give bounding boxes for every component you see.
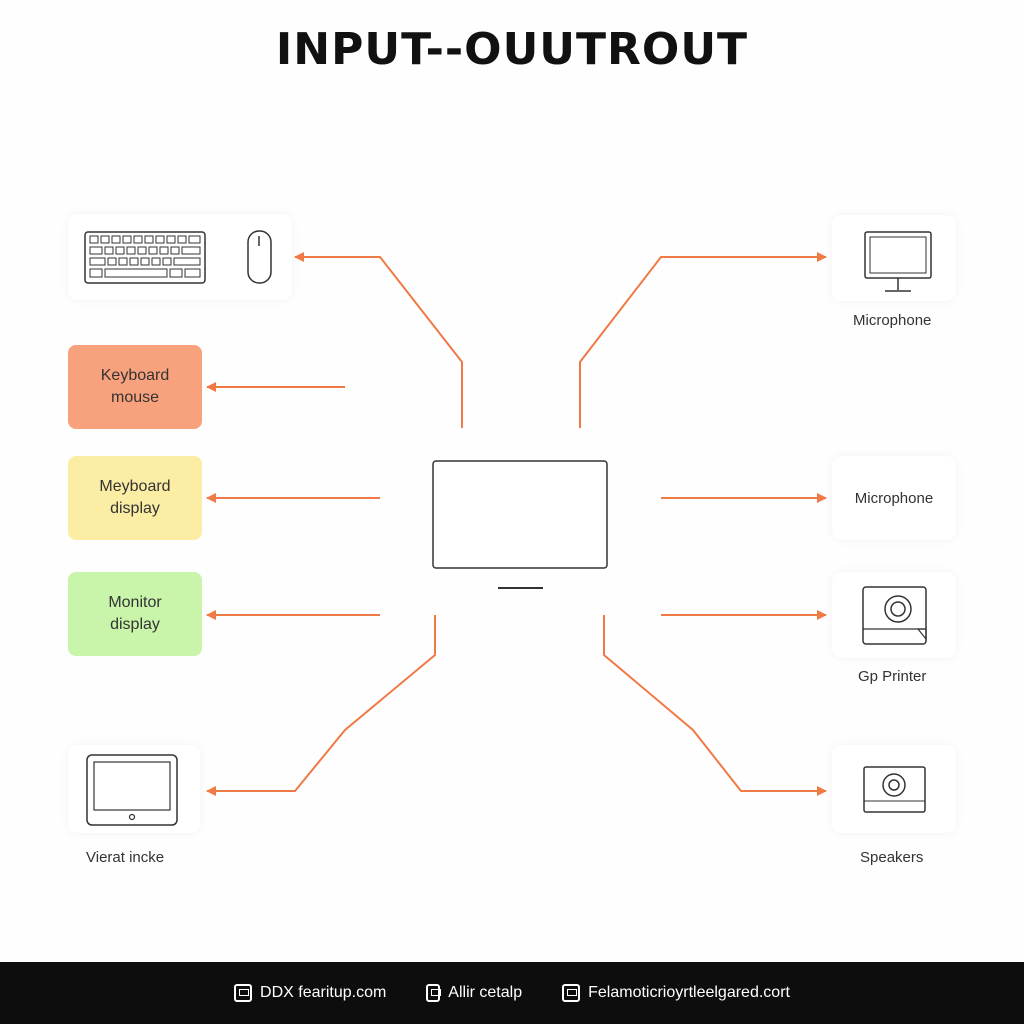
monitor-display-line1: Monitor bbox=[108, 594, 162, 611]
monitor-card bbox=[832, 215, 956, 301]
arrow-to-keyboard-mouse-icons bbox=[294, 252, 463, 428]
microphone-card: Microphone bbox=[832, 456, 956, 540]
document-icon bbox=[426, 984, 442, 1002]
diagram-title: INPUT--OUUTROUT bbox=[275, 24, 749, 75]
monitor-label: Microphone bbox=[853, 312, 932, 329]
monitor-display-box: Monitor display bbox=[68, 572, 202, 656]
speakers-card bbox=[832, 745, 956, 833]
footer-bar: DDX fearitup.com Allir cetalp Felamoticr… bbox=[0, 962, 1024, 1024]
keyboard-mouse-box: Keyboard mouse bbox=[68, 345, 202, 429]
speakers-label: Speakers bbox=[860, 849, 924, 866]
arrow-to-monitor-right bbox=[579, 252, 827, 428]
tablet-card bbox=[68, 745, 200, 833]
speakers-icon bbox=[863, 766, 926, 813]
arrow-to-tablet bbox=[206, 615, 436, 796]
monitor-icon bbox=[864, 231, 932, 292]
mouse-icon bbox=[247, 230, 272, 284]
footer-item-document-label: Allir cetalp bbox=[448, 984, 523, 1001]
printer-card bbox=[832, 572, 956, 658]
keyboard-icon bbox=[84, 230, 272, 284]
footer-item-contact[interactable]: Felamoticrioyrtleelgared.cort bbox=[562, 984, 790, 1002]
tablet-icon bbox=[86, 754, 178, 826]
connector-lines bbox=[206, 252, 827, 796]
monitor-display-line2: display bbox=[110, 616, 160, 633]
footer-item-website[interactable]: DDX fearitup.com bbox=[234, 984, 386, 1002]
keyboard-mouse-line1: Keyboard bbox=[100, 367, 170, 384]
laptop-icon bbox=[234, 984, 253, 1002]
printer-icon bbox=[862, 586, 927, 645]
meyboard-display-line2: display bbox=[110, 500, 160, 517]
printer-label: Gp Printer bbox=[858, 668, 927, 685]
keyboard-mouse-card bbox=[68, 214, 292, 300]
tablet-label: Vierat incke bbox=[86, 849, 165, 866]
microphone-label: Microphone bbox=[854, 489, 934, 507]
arrow-to-speakers bbox=[603, 615, 827, 796]
meyboard-display-box: Meyboard display bbox=[68, 456, 202, 540]
footer-item-website-label: DDX fearitup.com bbox=[260, 984, 387, 1001]
image-icon bbox=[562, 984, 581, 1002]
central-computer-icon bbox=[432, 460, 608, 569]
meyboard-display-line1: Meyboard bbox=[99, 478, 171, 495]
footer-item-contact-label: Felamoticrioyrtleelgared.cort bbox=[588, 984, 790, 1001]
keyboard-mouse-line2: mouse bbox=[110, 389, 160, 406]
footer-item-document[interactable]: Allir cetalp bbox=[426, 984, 522, 1002]
